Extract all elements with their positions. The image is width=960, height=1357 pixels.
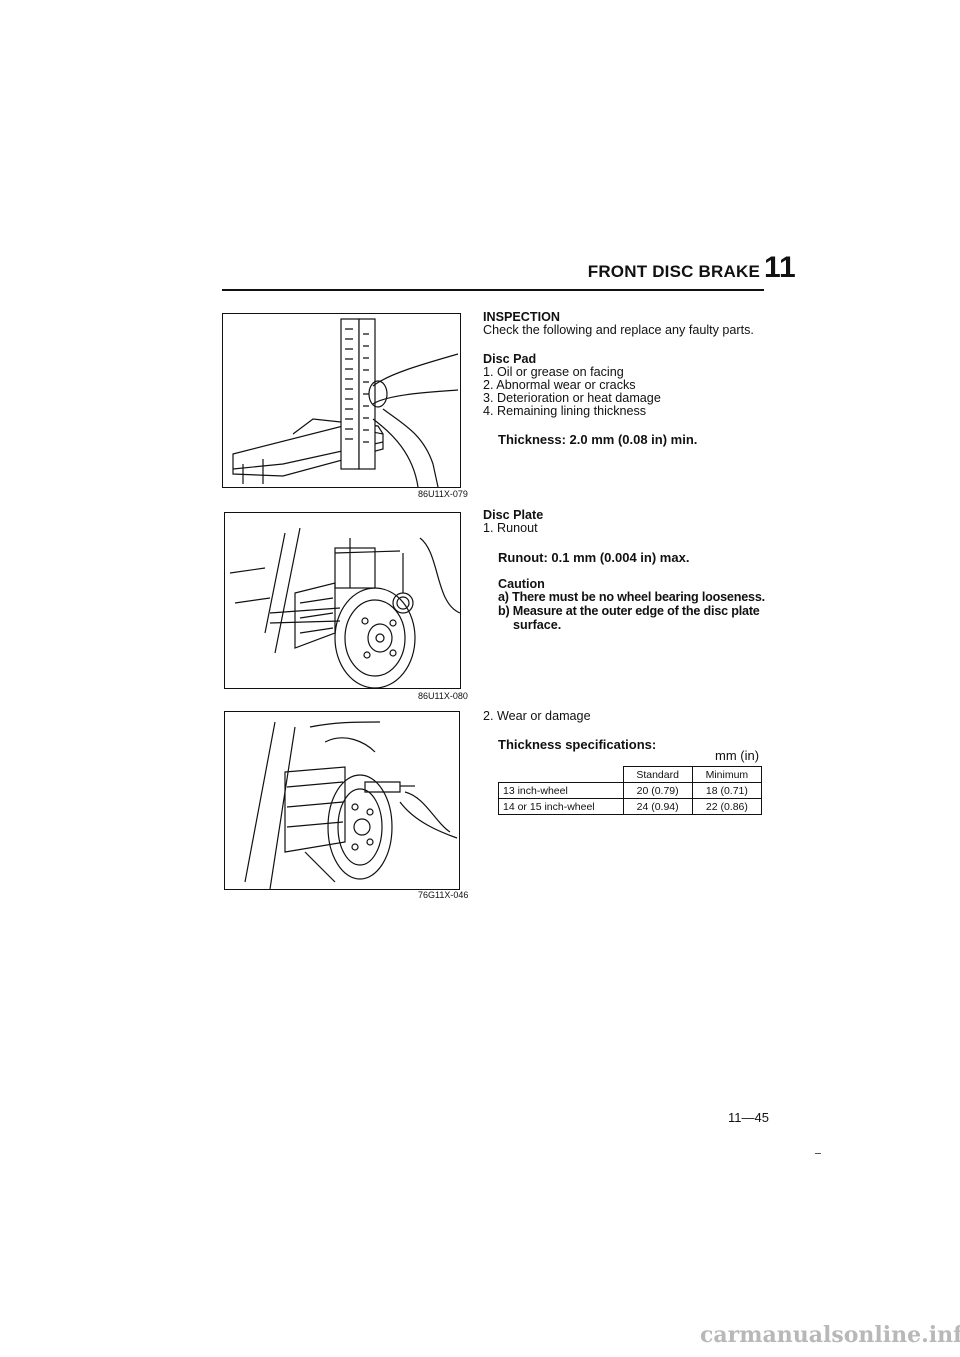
table-cell: 20 (0.79) (622, 782, 693, 799)
chapter-number: 11 (764, 251, 796, 284)
table-header-cell: Standard (622, 766, 693, 783)
disc-pad-item-3: 3. Deterioration or heat damage (483, 391, 661, 405)
disc-pad-item-2: 2. Abnormal wear or cracks (483, 378, 636, 392)
figure-code: 76G11X-046 (418, 890, 469, 900)
disc-pad-item-4: 4. Remaining lining thickness (483, 404, 647, 418)
caution-b: b) Measure at the outer edge of the disc… (498, 604, 760, 618)
caution-b-cont: surface. (513, 618, 562, 632)
scan-mark (815, 1153, 821, 1154)
caution-a: a) There must be no wheel bearing loosen… (498, 590, 765, 604)
thickness-table: Standard Minimum 13 inch-wheel 20 (0.79)… (498, 766, 763, 815)
table-header-cell: Minimum (691, 766, 763, 783)
caution-heading: Caution (498, 577, 545, 591)
table-header-row: Standard Minimum (498, 766, 763, 783)
thickness-illustration (244, 721, 458, 889)
disc-plate-item-1: 1. Runout (483, 521, 538, 535)
table-cell: 22 (0.86) (691, 798, 763, 815)
table-cell: 14 or 15 inch-wheel (498, 798, 624, 815)
figure-code: 86U11X-079 (418, 489, 468, 499)
pad-measure-illustration (232, 318, 459, 487)
unit-label: mm (in) (715, 748, 760, 763)
watermark: carmanualsonline.info (700, 1322, 960, 1348)
figure-disc-thickness (224, 711, 460, 890)
table-cell: 18 (0.71) (691, 782, 763, 799)
table-row: 13 inch-wheel 20 (0.79) 18 (0.71) (498, 782, 763, 799)
inspection-heading: INSPECTION (483, 310, 560, 324)
figure-pad-thickness (222, 313, 461, 488)
runout-spec: Runout: 0.1 mm (0.004 in) max. (498, 550, 690, 565)
figure-disc-runout (224, 512, 461, 689)
disc-pad-heading: Disc Pad (483, 352, 537, 366)
inspection-intro: Check the following and replace any faul… (483, 323, 754, 337)
disc-pad-item-1: 1. Oil or grease on facing (483, 365, 624, 379)
table-row: 14 or 15 inch-wheel 24 (0.94) 22 (0.86) (498, 798, 763, 815)
thickness-spec-heading: Thickness specifications: (498, 737, 657, 752)
page-number: 11—45 (728, 1110, 769, 1125)
disc-plate-item-2: 2. Wear or damage (483, 709, 591, 723)
disc-plate-heading: Disc Plate (483, 508, 544, 522)
table-header-cell (498, 766, 624, 783)
pad-thickness-spec: Thickness: 2.0 mm (0.08 in) min. (498, 432, 698, 447)
section-title: FRONT DISC BRAKE (587, 262, 760, 281)
table-cell: 13 inch-wheel (498, 782, 624, 799)
header-rule (222, 289, 764, 291)
figure-code: 86U11X-080 (418, 691, 468, 701)
table-cell: 24 (0.94) (622, 798, 693, 815)
runout-illustration (229, 527, 460, 688)
